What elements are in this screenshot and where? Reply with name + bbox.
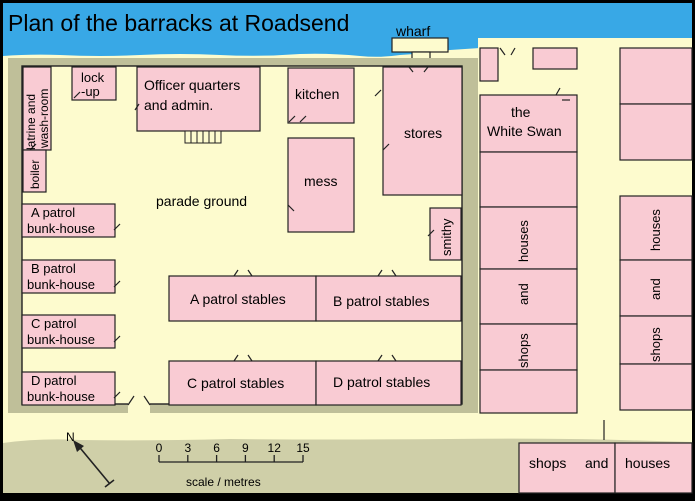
scale-tick-label: 12 [268, 441, 282, 455]
col2-block-6 [619, 363, 693, 411]
stores [382, 66, 463, 196]
a-bunk-label-2: bunk-house [27, 221, 95, 236]
col2-block-5 [619, 315, 693, 365]
boiler-label: boiler [28, 160, 42, 189]
col2-block-4 [619, 259, 693, 317]
scale-tick-label: 0 [156, 441, 163, 455]
mess [287, 137, 355, 233]
scale-tick-label: 15 [296, 441, 310, 455]
white-swan-label-2: White Swan [487, 123, 562, 139]
town-door-marks [499, 47, 605, 440]
white-swan [479, 94, 578, 153]
col2-shops-label: shops [648, 327, 663, 362]
latrine-label-2: wash-room [37, 89, 51, 149]
d-bunk-house [21, 371, 116, 406]
col1-block-5 [479, 369, 578, 414]
town-small-1 [479, 47, 499, 82]
lockup [71, 66, 117, 101]
col1-block-2 [479, 206, 578, 270]
north-label: N [66, 430, 75, 444]
north-arrow: N [66, 430, 115, 488]
scale-tick-label: 6 [213, 441, 220, 455]
scale-label: scale / metres [186, 475, 261, 489]
col2-block-1 [619, 47, 693, 105]
scale-tick-label: 3 [184, 441, 191, 455]
boiler [22, 149, 47, 193]
c-bunk-label-1: C patrol [31, 316, 77, 331]
bottom-shops-label: shops [529, 455, 566, 471]
officer-steps [184, 130, 222, 144]
col1-houses-label: houses [516, 220, 531, 262]
d-stables-label: D patrol stables [333, 374, 430, 390]
officer-label-2: and admin. [144, 97, 213, 113]
d-bunk-label-1: D patrol [31, 373, 77, 388]
town-buildings [479, 47, 693, 494]
c-bunk-house [21, 314, 116, 349]
c-stables-label: C patrol stables [187, 375, 284, 391]
col2-block-2 [619, 103, 693, 161]
gate [128, 403, 150, 415]
col2-and-label: and [648, 278, 663, 300]
town-small-2 [532, 47, 578, 70]
col2-houses-label: houses [648, 209, 663, 251]
col1-block-1 [479, 151, 578, 208]
kitchen-label: kitchen [295, 86, 339, 102]
b-bunk-label-1: B patrol [31, 261, 76, 276]
map-title: Plan of the barracks at Roadsend [8, 10, 349, 36]
latrine-label-1: latrine and [24, 94, 38, 150]
col1-block-4 [479, 323, 578, 371]
mess-label: mess [304, 173, 337, 189]
officer-quarters [136, 66, 261, 132]
col2-block-3 [619, 195, 693, 261]
col1-and-label: and [516, 283, 531, 305]
lockup-label-2: -up [81, 84, 100, 99]
c-bunk-label-2: bunk-house [27, 332, 95, 347]
a-bunk-label-1: A patrol [31, 205, 75, 220]
smithy-label: smithy [439, 218, 454, 256]
d-bunk-label-2: bunk-house [27, 389, 95, 404]
lockup-label-1: lock [81, 70, 105, 85]
col1-shops-label: shops [516, 333, 531, 368]
bottom-houses-label: houses [625, 455, 670, 471]
d-stables [315, 360, 462, 406]
bottom-houses [614, 442, 693, 494]
scale-bar: 0 3 6 9 12 15 scale / metres [156, 441, 310, 489]
wharf-label: wharf [395, 23, 430, 39]
latrine [22, 66, 52, 151]
door-marks [29, 66, 435, 406]
bottom-and-label: and [585, 455, 608, 471]
b-stables-label: B patrol stables [333, 293, 430, 309]
c-stables [168, 360, 317, 406]
a-stables [168, 275, 317, 322]
b-bunk-label-2: bunk-house [27, 277, 95, 292]
b-bunk-house [21, 259, 116, 294]
a-stables-label: A patrol stables [190, 291, 286, 307]
wharf: wharf [391, 23, 449, 63]
scale-tick-label: 9 [242, 441, 249, 455]
barracks-buildings [21, 66, 463, 406]
kitchen [287, 67, 355, 124]
officer-label-1: Officer quarters [144, 77, 240, 93]
stores-label: stores [404, 125, 442, 141]
white-swan-label-1: the [511, 104, 531, 120]
a-bunk-house [21, 203, 116, 238]
b-stables [315, 275, 462, 322]
parade-label: parade ground [156, 193, 247, 209]
